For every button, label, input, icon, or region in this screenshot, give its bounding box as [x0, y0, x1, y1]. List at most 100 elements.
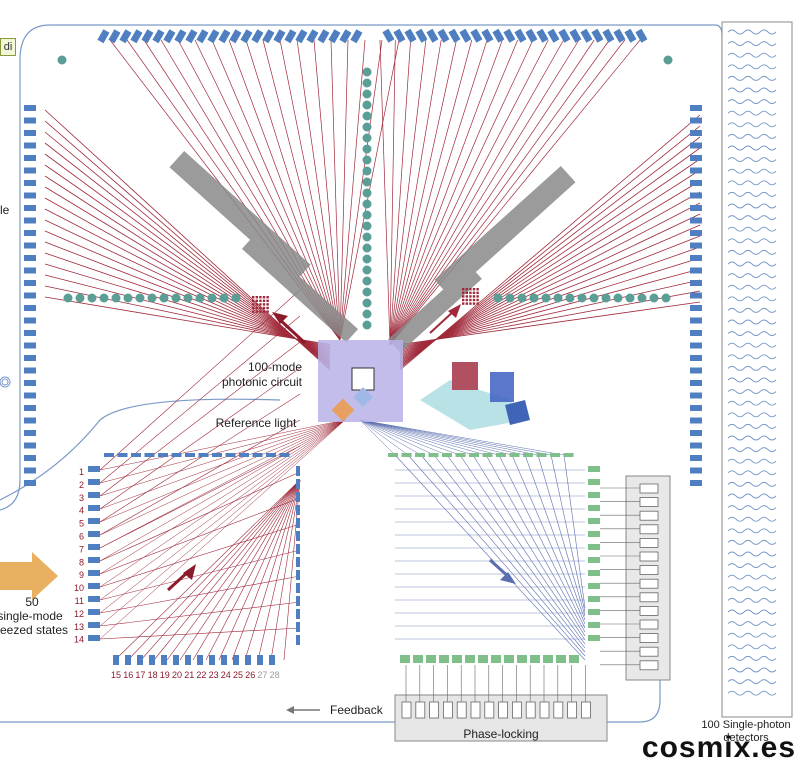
blue-component	[88, 466, 100, 472]
red-beam	[99, 445, 301, 549]
red-beam	[399, 158, 701, 365]
red-beam	[99, 367, 301, 510]
blue-beam	[359, 419, 474, 456]
bottom-mode-number: 24	[221, 670, 231, 680]
red-beam	[389, 39, 595, 346]
checker-cell	[469, 302, 472, 305]
readout-module	[639, 551, 659, 562]
blue-component	[131, 453, 141, 457]
blue-component	[690, 242, 702, 249]
readout-module	[639, 565, 659, 575]
blue-component	[88, 557, 100, 563]
detector-coil	[727, 458, 777, 464]
blue-component	[88, 622, 100, 628]
checker-cell	[462, 298, 465, 302]
blue-beam	[359, 419, 409, 456]
detector-coil	[727, 157, 777, 163]
red-beam	[44, 120, 331, 369]
blue-component	[690, 167, 702, 174]
bottom-mode-number: 23	[209, 670, 219, 680]
checker-cell	[255, 303, 258, 306]
bottom-mode-number: 18	[148, 670, 158, 680]
green-component	[556, 655, 566, 663]
teal-node	[63, 293, 73, 303]
blue-component	[296, 570, 300, 580]
detector-coil	[727, 389, 777, 395]
blue-component	[690, 405, 702, 411]
blue-component	[24, 380, 36, 386]
left-mode-number: 8	[79, 557, 84, 567]
phase-lock-module	[553, 701, 564, 719]
red-beam	[228, 39, 341, 341]
blue-component	[24, 130, 36, 136]
teal-node	[99, 293, 109, 303]
green-component	[439, 655, 449, 663]
checker-cell	[465, 302, 468, 305]
checker-cell	[252, 299, 255, 302]
teal-node	[601, 293, 611, 303]
green-component	[588, 492, 600, 498]
blue-component	[580, 28, 593, 43]
blue-beam	[359, 419, 513, 456]
bottom-mode-number: 19	[160, 670, 170, 680]
blue-component	[317, 29, 330, 44]
detector-coil	[727, 505, 777, 511]
teal-node	[362, 243, 372, 253]
blue-component	[24, 480, 36, 486]
red-beam	[44, 109, 331, 371]
green-component	[504, 655, 514, 663]
readout-module	[639, 592, 659, 603]
blue-component	[88, 570, 100, 576]
checker-cell	[472, 295, 476, 298]
checker-cell	[259, 310, 262, 313]
bottom-mode-number: 25	[233, 670, 243, 680]
checker-cell	[255, 310, 258, 313]
blue-component	[24, 317, 36, 324]
blue-component	[296, 622, 300, 632]
red-beam	[44, 208, 331, 357]
blue-component	[24, 367, 36, 374]
blue-component	[296, 518, 300, 528]
red-beam	[399, 125, 701, 369]
green-component	[442, 453, 452, 457]
detector-coil	[727, 470, 777, 476]
checker-cell	[255, 299, 258, 302]
blue-component	[88, 492, 100, 498]
blue-component	[24, 117, 36, 124]
blue-component	[125, 655, 131, 665]
blue-component	[24, 105, 36, 111]
red-beam	[44, 175, 331, 362]
red-beam	[99, 575, 301, 614]
phase-locking-modules	[401, 665, 591, 719]
teal-node	[362, 276, 372, 286]
teal-node	[362, 166, 372, 176]
green-component	[588, 622, 600, 628]
blue-component	[24, 342, 36, 349]
red-beam	[389, 39, 519, 346]
blue-component	[24, 405, 36, 411]
teal-node	[171, 293, 181, 303]
teal-node	[362, 287, 372, 297]
squeezed-label-line2: eezed states	[0, 623, 68, 637]
green-component	[569, 655, 579, 663]
red-beam	[99, 419, 346, 497]
watermark: cosmix.es	[641, 731, 796, 764]
blue-component	[257, 655, 263, 665]
blue-component	[296, 492, 300, 502]
checker-cell	[462, 302, 465, 305]
detector-coil	[727, 644, 777, 650]
blue-component	[481, 28, 494, 43]
red-beam	[399, 301, 701, 345]
detector-coil	[727, 99, 777, 105]
blue-component	[492, 28, 505, 43]
teal-node	[362, 221, 372, 231]
left-mode-number: 10	[74, 583, 84, 593]
blue-beam	[359, 419, 539, 456]
detector-coil	[727, 342, 777, 348]
red-beam	[339, 39, 366, 341]
blue-component	[690, 142, 702, 149]
bottom-mode-number: 15	[111, 670, 121, 680]
detector-coil	[727, 29, 777, 35]
blue-component	[24, 267, 36, 274]
blue-component	[382, 28, 395, 43]
